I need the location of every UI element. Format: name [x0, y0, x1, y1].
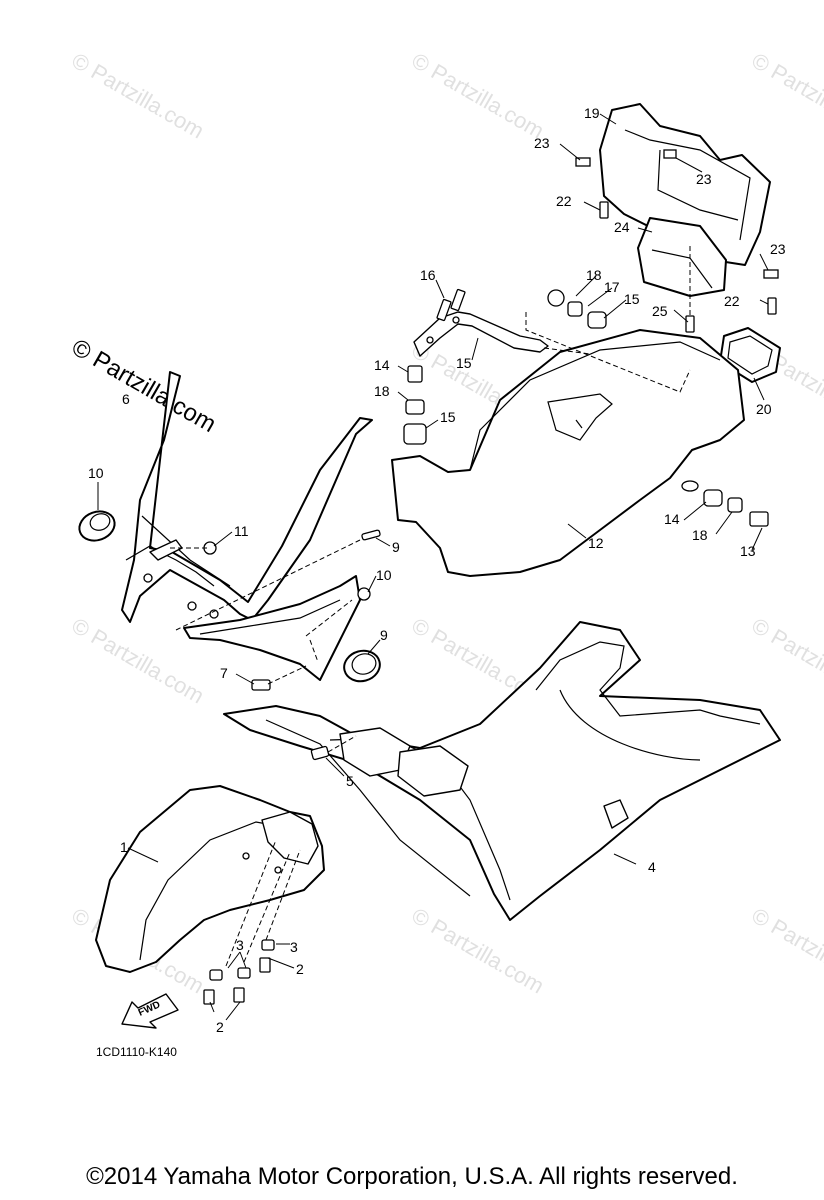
- part-24-plate: [637, 217, 727, 297]
- callout-24: 24: [614, 219, 630, 235]
- part-lower-side-panel: [183, 575, 361, 681]
- callout-10: 10: [376, 567, 392, 583]
- watermark-main: © Partzilla.com: [67, 334, 221, 438]
- callout-19: 18: [586, 267, 602, 283]
- watermark: © Partzilla.com: [68, 48, 209, 144]
- callout-11: 10: [88, 465, 104, 481]
- hardware: [203, 157, 779, 1005]
- callout-8: 7: [220, 665, 228, 681]
- callout-7: 9: [392, 539, 400, 555]
- part-1-front-fender: [95, 785, 325, 973]
- watermark: © Partzilla.com: [408, 903, 549, 999]
- watermark: © Partzilla.com: [748, 48, 824, 144]
- part-13-rear-fender: [391, 312, 745, 577]
- callout-4: 4: [648, 859, 656, 875]
- callout-23: 23: [696, 171, 712, 187]
- callout-12: 11: [234, 523, 249, 539]
- copyright-notice: ©2014 Yamaha Motor Corporation, U.S.A. A…: [86, 1163, 738, 1190]
- part-11-reflector: [78, 510, 116, 542]
- callout-14: 14: [374, 357, 390, 373]
- callouts: 19 23 23 22 24 23 22 25 20 18 17 15 16 1…: [88, 105, 786, 1059]
- watermark: © Partzilla.com: [748, 903, 824, 999]
- watermark: © Partzilla.com: [408, 48, 549, 144]
- callout-1: 1: [120, 839, 128, 855]
- callout-18: 18: [692, 527, 708, 543]
- callout-16: 15: [456, 355, 472, 371]
- callout-3: 3: [236, 937, 244, 953]
- part-4-footboard: [223, 621, 781, 921]
- callout-9: 9: [380, 627, 388, 643]
- callout-17: 16: [420, 267, 436, 283]
- callout-13: 12: [588, 535, 604, 551]
- part-9-cap: [343, 649, 381, 683]
- callout-23: 23: [770, 241, 786, 257]
- callout-21: 19: [584, 105, 600, 121]
- diagram-code: 1CD1110-K140: [96, 1045, 177, 1059]
- callout-2: 2: [216, 1019, 224, 1035]
- watermark: © Partzilla.com: [748, 613, 824, 709]
- part-21-rear-cover: [599, 103, 771, 266]
- callout-23: 23: [534, 135, 550, 151]
- callout-15: 15: [440, 409, 456, 425]
- callout-18: 17: [604, 279, 620, 295]
- part-16-bracket: [413, 311, 549, 357]
- callout-18: 18: [374, 383, 390, 399]
- callout-3: 3: [290, 939, 298, 955]
- callout-14: 13: [740, 543, 756, 559]
- callout-15: 15: [624, 291, 640, 307]
- callout-5: 5: [346, 773, 354, 789]
- callout-2: 2: [296, 961, 304, 977]
- leader-lines: [97, 113, 769, 1021]
- callout-20: 20: [756, 401, 772, 417]
- callout-22: 22: [724, 293, 740, 309]
- callout-25: 25: [652, 303, 668, 319]
- callout-6: 6: [122, 391, 130, 407]
- callout-15: 14: [664, 511, 680, 527]
- part-6-front-panel: [121, 371, 373, 623]
- fwd-arrow: FWD: [121, 993, 179, 1029]
- assembly-lines: [170, 246, 691, 967]
- callout-22: 22: [556, 193, 572, 209]
